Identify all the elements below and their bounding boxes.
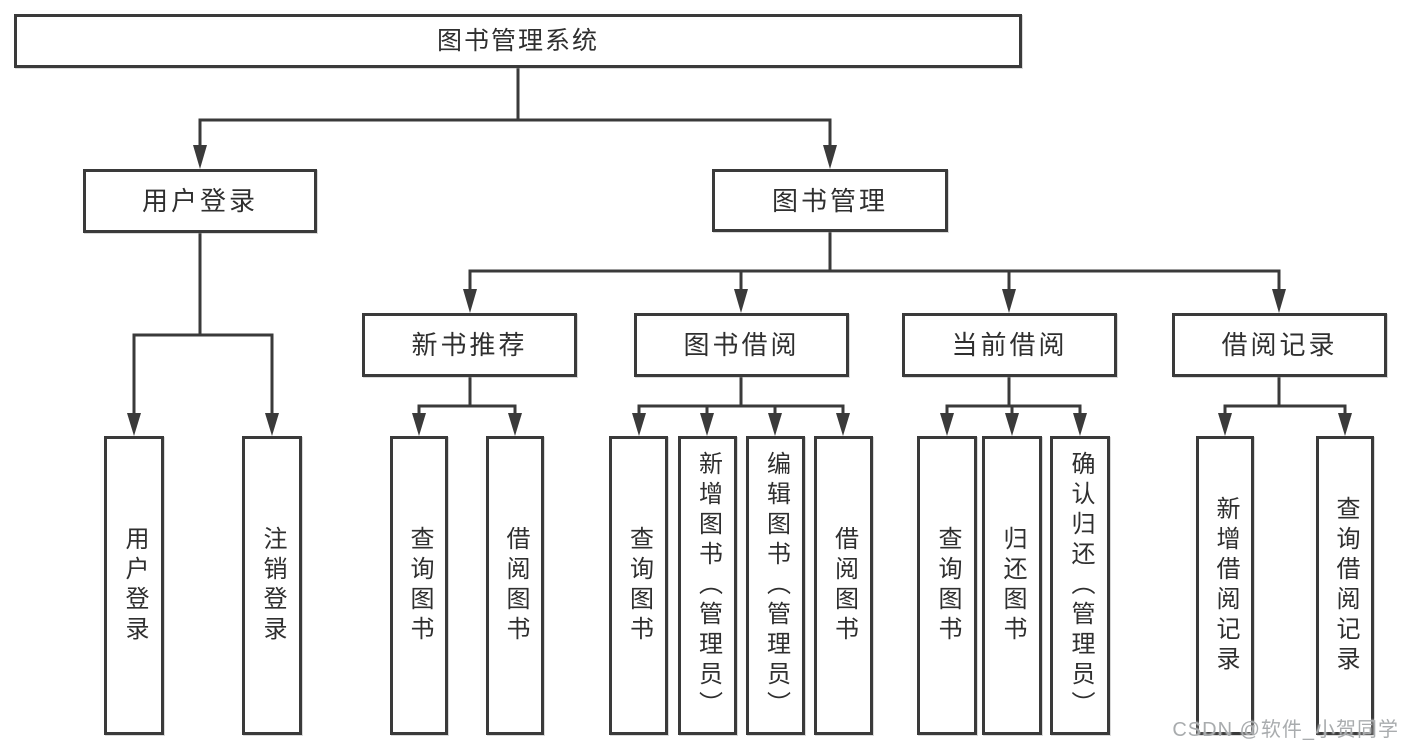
node-book-management: 图书管理 <box>712 169 948 232</box>
edges-book-borrow-children <box>632 377 850 436</box>
edges-user-login-children <box>127 233 279 436</box>
node-borrow-books-recommend: 借阅图书 <box>486 436 544 735</box>
node-query-books-current: 查询图书 <box>917 436 977 735</box>
node-return-books: 归还图书 <box>982 436 1042 735</box>
edges-new-book-recommend-children <box>412 377 522 436</box>
node-logout-action: 注销登录 <box>242 436 302 735</box>
node-borrow-records: 借阅记录 <box>1172 313 1387 377</box>
edges-book-management-children <box>463 232 1286 313</box>
node-user-login-action: 用户登录 <box>104 436 164 735</box>
node-edit-books-admin: 编辑图书（管理员） <box>746 436 805 735</box>
node-root: 图书管理系统 <box>14 14 1022 68</box>
node-user-login: 用户登录 <box>83 169 317 233</box>
node-new-book-recommend: 新书推荐 <box>362 313 577 377</box>
node-confirm-return-admin: 确认归还（管理员） <box>1050 436 1110 735</box>
edges-current-borrow-children <box>940 377 1087 436</box>
node-query-books-borrow: 查询图书 <box>609 436 668 735</box>
node-add-borrow-record: 新增借阅记录 <box>1196 436 1254 735</box>
node-borrow-books-action: 借阅图书 <box>814 436 873 735</box>
edges-root-to-level2 <box>193 68 837 169</box>
node-current-borrow: 当前借阅 <box>902 313 1117 377</box>
node-book-borrow: 图书借阅 <box>634 313 849 377</box>
node-query-borrow-record: 查询借阅记录 <box>1316 436 1374 735</box>
node-add-books-admin: 新增图书（管理员） <box>678 436 737 735</box>
node-query-books-recommend: 查询图书 <box>390 436 448 735</box>
csdn-watermark: CSDN @软件_小贺同学 <box>1172 719 1399 741</box>
edges-borrow-records-children <box>1218 377 1352 436</box>
